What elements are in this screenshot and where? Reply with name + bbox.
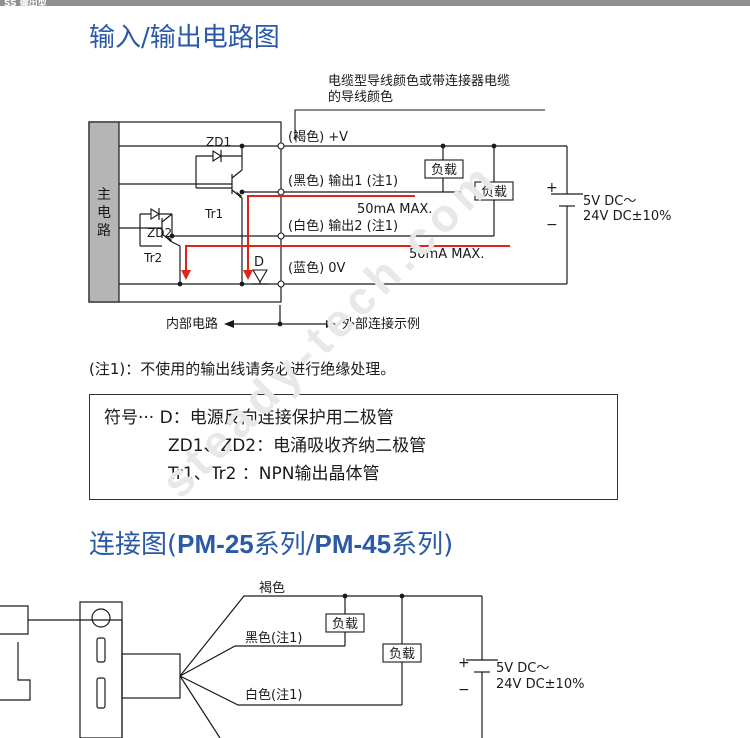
label-tr1: Tr1 [204, 207, 223, 221]
load-label-white: 负载 [389, 647, 415, 662]
supply-minus: − [546, 217, 558, 233]
junction-dots-2 [342, 593, 405, 599]
io-circuit-diagram: 电缆型导线颜色或带连接器电缆 的导线颜色 主 电 路 [88, 73, 671, 332]
section2-title-prefix: 连接图( [89, 530, 178, 560]
current-path-output1 [247, 195, 415, 274]
current-max-output1: 50mA MAX. [357, 202, 432, 217]
junction-dots [169, 143, 497, 327]
sensor-outline [0, 601, 181, 738]
legend-line1: 符号··· D：电源反向连接保护用二极管 [104, 408, 394, 428]
load-box-output2 [474, 181, 514, 201]
section1-title: 输入/输出电路图 [89, 23, 280, 53]
wire-label-black: (黑色) 输出1 (注1) [288, 173, 398, 189]
current-max-output2: 50mA MAX. [409, 247, 484, 262]
load-label-output2: 负载 [481, 185, 507, 200]
arrowheads [166, 191, 336, 328]
section2-title: 连接图(PM-25系列/PM-45系列) [89, 528, 453, 561]
load-box-black [325, 613, 365, 633]
label-tr2: Tr2 [143, 251, 162, 265]
current-path-output2 [185, 245, 510, 274]
terminals [277, 142, 285, 288]
wire-label-black-2: 黑色(注1) [245, 630, 302, 646]
section2-title-model2: PM-45 [314, 529, 392, 559]
main-circuit-char2: 电 [97, 205, 111, 221]
zener-diode-zd2 [150, 208, 161, 220]
symbol-legend-box: 符号··· D：电源反向连接保护用二极管 ZD1、ZD2：电涌吸收齐纳二极管 T… [89, 394, 618, 500]
section2-title-suffix: 系列) [391, 530, 454, 560]
current-arrow-output1 [243, 270, 253, 280]
load-box-white [382, 643, 422, 663]
top-bar-label: SS 输出型 [4, 0, 47, 9]
connection-diagram: 负载 负载 褐色 黑色(注1) 白色(注1) + − 5V DC～ 24V DC… [0, 580, 584, 738]
wire-label-white-2: 白色(注1) [245, 687, 302, 703]
label-d: D [254, 255, 264, 270]
internal-circuit-label: 内部电路 [166, 316, 218, 332]
label-zd2: ZD2 [147, 226, 172, 240]
label-zd1: ZD1 [206, 135, 231, 149]
wire-label-brown: (褐色) +V [288, 129, 348, 145]
wire-label-blue: (蓝色) 0V [288, 260, 346, 276]
header-leader-line [294, 109, 545, 140]
section2-title-model1: PM-25 [177, 529, 254, 559]
supply-voltage-line1: 5V DC～ [583, 194, 636, 209]
current-arrow-output2 [181, 270, 191, 280]
section2-title-mid: 系列/ [253, 530, 315, 560]
supply-plus: + [546, 180, 558, 196]
load-label-output1: 负载 [431, 163, 457, 178]
wire-color-header-line1: 电缆型导线颜色或带连接器电缆 [328, 73, 510, 89]
main-circuit-block [88, 121, 120, 303]
main-circuit-char3: 路 [97, 223, 111, 239]
main-circuit-char1: 主 [97, 187, 111, 203]
wire-color-header-line2: 的导线颜色 [328, 89, 393, 105]
note-1: (注1)：不使用的输出线请务必进行绝缘处理。 [89, 360, 396, 378]
supply-plus-2: + [458, 655, 470, 671]
wire-label-white: (白色) 输出2 (注1) [288, 218, 398, 234]
load-box-output1 [424, 159, 464, 179]
top-bar: SS 输出型 [0, 0, 750, 9]
supply-voltage-line2: 24V DC±10% [583, 209, 671, 224]
supply-minus-2: − [458, 682, 470, 698]
zener-diode-zd1 [212, 150, 223, 162]
load-label-black: 负载 [332, 617, 358, 632]
external-connection-label: 外部连接示例 [342, 316, 420, 332]
supply-voltage-line1-2: 5V DC～ [496, 661, 549, 676]
wire-label-brown-2: 褐色 [259, 580, 285, 596]
legend-line2: ZD1、ZD2：电涌吸收齐纳二极管 [168, 436, 427, 456]
protection-diode-d [252, 269, 268, 285]
circuit-wires [119, 145, 583, 325]
legend-line3: Tr1、Tr2 ：NPN输出晶体管 [168, 464, 380, 484]
supply-voltage-line2-2: 24V DC±10% [496, 677, 584, 692]
